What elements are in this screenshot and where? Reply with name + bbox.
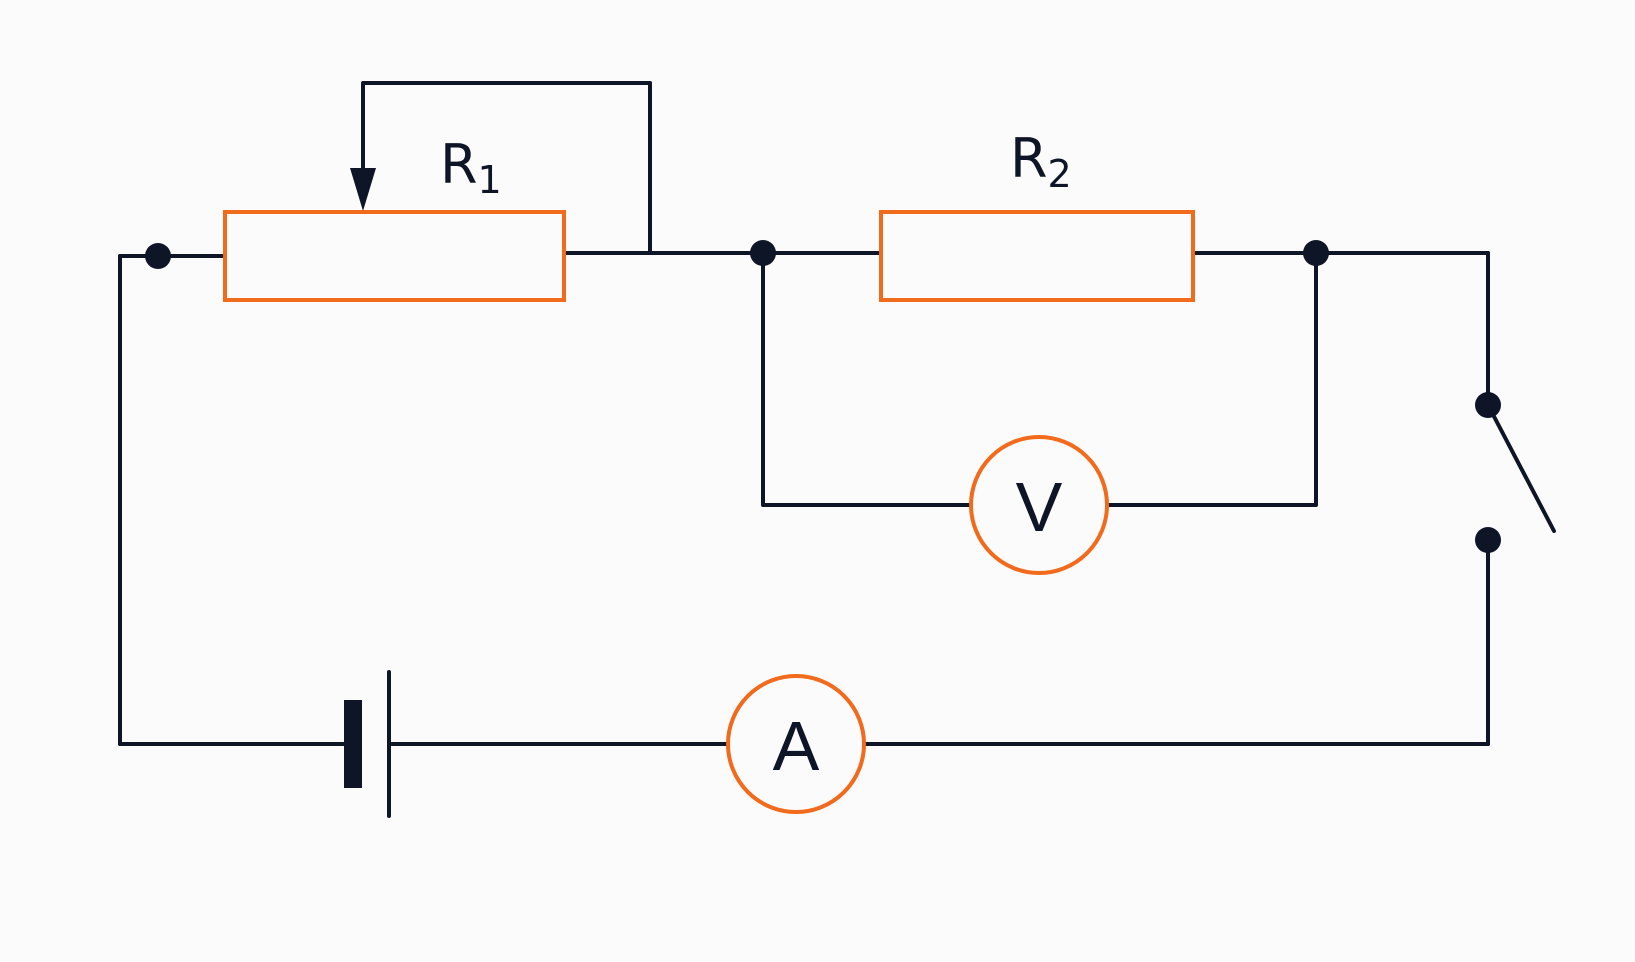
switch-lower-terminal bbox=[1475, 527, 1501, 553]
resistor-r1 bbox=[223, 210, 566, 302]
wires bbox=[118, 81, 1490, 746]
resistor-r2-symbol: R bbox=[1010, 127, 1048, 190]
resistor-r2-label: R2 bbox=[1010, 127, 1072, 196]
rheostat-slider-arrow bbox=[350, 168, 376, 211]
junction-nodes bbox=[145, 240, 1329, 269]
voltmeter bbox=[969, 435, 1109, 575]
switch-lever bbox=[1486, 403, 1556, 533]
voltmeter-label: V bbox=[1016, 468, 1063, 546]
battery-negative-plate bbox=[344, 700, 362, 788]
resistor-r1-subscript: 1 bbox=[478, 158, 502, 202]
wire-voltmeter-left-branch bbox=[761, 251, 972, 507]
wire-rheostat-top-loop bbox=[361, 81, 652, 255]
rheostat-arrow-icon bbox=[350, 168, 376, 211]
ammeter-label: A bbox=[773, 707, 820, 785]
battery-cell bbox=[344, 670, 391, 818]
junction-middle bbox=[750, 240, 776, 266]
junction-left bbox=[145, 243, 171, 269]
resistor-r1-symbol: R bbox=[440, 133, 478, 196]
wire-voltmeter-right-branch bbox=[1106, 251, 1318, 507]
switch bbox=[1475, 392, 1556, 553]
resistor-r1-label: R1 bbox=[440, 133, 502, 202]
junction-right bbox=[1303, 240, 1329, 266]
switch-upper-terminal bbox=[1475, 392, 1501, 418]
ammeter bbox=[726, 674, 866, 814]
resistor-r2 bbox=[879, 210, 1195, 302]
resistor-r2-subscript: 2 bbox=[1048, 152, 1072, 196]
